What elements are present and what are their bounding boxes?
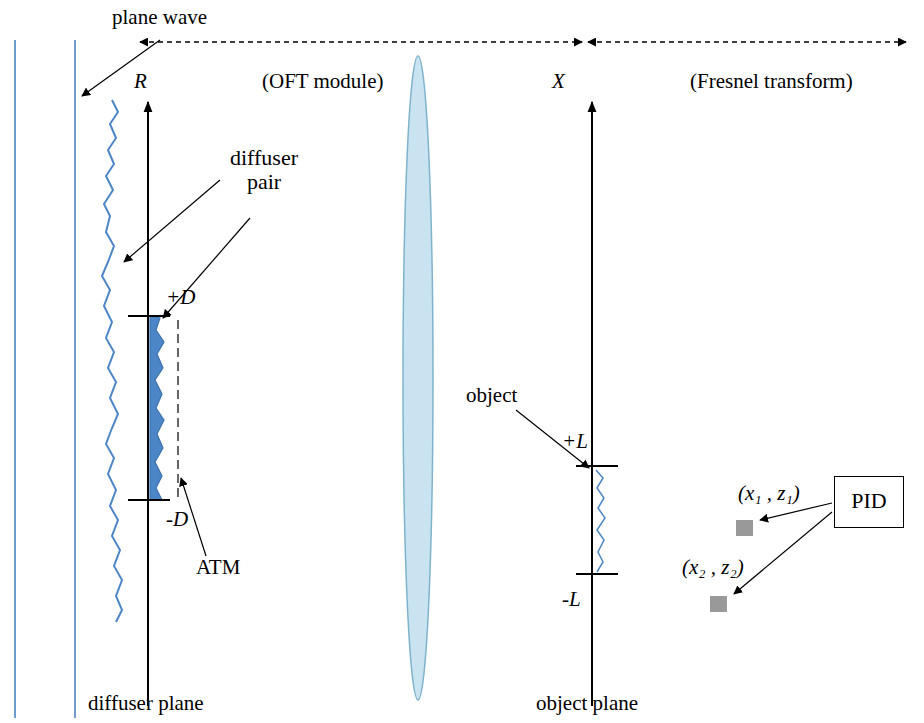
r-axis [147, 102, 149, 706]
lens [403, 56, 433, 700]
leader-line [124, 180, 220, 262]
atm-mask [177, 320, 178, 498]
label: object [466, 384, 517, 407]
node-text: PID [835, 477, 903, 513]
tick-mark [128, 499, 170, 501]
leader-line [82, 40, 160, 96]
leader-line [163, 218, 250, 318]
object-profile [596, 470, 605, 572]
leader-line [734, 512, 832, 594]
span-arrow [140, 41, 582, 42]
diffuser [102, 100, 122, 622]
label: (x₂ , z₂) [682, 556, 744, 579]
label: R [134, 70, 147, 93]
label: object plane [536, 692, 638, 715]
span-arrow [588, 41, 906, 42]
label: +D [166, 286, 195, 309]
detector [710, 596, 727, 612]
small-diffuser [150, 316, 164, 500]
label: ATM [196, 556, 240, 579]
label: (OFT module) [262, 70, 384, 93]
label: X [552, 70, 565, 93]
wavefront [14, 40, 16, 718]
detector-box: PID [834, 476, 904, 528]
label: -D [166, 508, 188, 531]
wavefront [74, 40, 76, 718]
label: -L [562, 588, 581, 611]
label: plane wave [112, 6, 207, 29]
label: (x₁ , z₁) [738, 482, 800, 505]
label: diffuser pair [216, 146, 312, 194]
leader-line [760, 503, 832, 520]
label: diffuser plane [88, 692, 204, 715]
label: +L [562, 430, 588, 453]
leader-line [516, 410, 589, 468]
tick-mark [576, 573, 618, 575]
detector [736, 520, 753, 536]
tick-mark [576, 465, 618, 467]
x-axis [591, 102, 593, 706]
label: (Fresnel transform) [690, 70, 853, 93]
